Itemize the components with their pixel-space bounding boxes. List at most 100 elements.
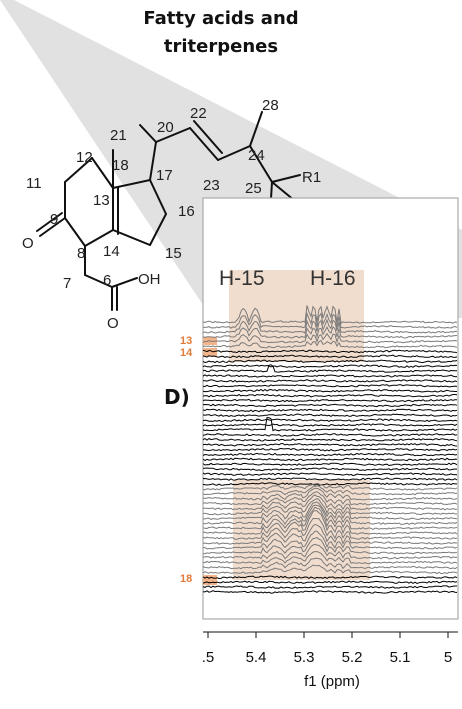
row-highlight-18 — [203, 575, 217, 585]
spectrum-trace — [202, 364, 458, 373]
peak-label-h15: H-15 — [219, 267, 265, 290]
spectrum-trace — [202, 326, 458, 339]
spectrum-trace — [202, 498, 458, 516]
x-tick-label: 5.1 — [390, 649, 411, 666]
spectrum-trace — [202, 501, 458, 520]
spectrum-trace — [202, 485, 458, 496]
spectrum-trace — [202, 536, 458, 555]
spectrum-trace — [202, 398, 457, 403]
atom-label: 21 — [110, 127, 127, 144]
x-tick-label: 5.4 — [246, 649, 267, 666]
spectrum-trace — [202, 580, 458, 584]
spectrum-trace — [202, 433, 458, 437]
spectrum-trace — [202, 349, 458, 354]
x-axis: .5 5.4 5.3 5.2 5.1 5 — [202, 631, 458, 666]
spectrum-trace — [202, 543, 457, 560]
atom-label: 7 — [63, 275, 71, 292]
spectrum-trace — [202, 364, 458, 369]
spectrum-trace — [202, 443, 458, 447]
atom-label: 6 — [103, 272, 111, 289]
title-line-2: triterpenes — [164, 36, 278, 57]
spectrum-trace — [202, 413, 458, 418]
spectrum-trace — [202, 462, 458, 467]
atom-label: 28 — [262, 97, 279, 114]
atom-label: 8 — [77, 245, 85, 262]
atom-label: 12 — [76, 149, 93, 166]
atom-label: 22 — [190, 105, 207, 122]
spectrum-trace — [202, 379, 458, 383]
row-label-13: 13 — [180, 335, 192, 347]
spectrum-trace — [202, 423, 458, 427]
x-tick-label: 5 — [444, 649, 452, 666]
atom-label: 18 — [112, 157, 129, 174]
atom-label: 14 — [103, 243, 120, 260]
spectrum-trace — [202, 305, 458, 325]
peak-label-h16: H-16 — [310, 267, 356, 290]
spectrum-trace — [202, 504, 458, 525]
spectrum-trace — [202, 494, 457, 511]
x-tick-label: 5.2 — [342, 649, 363, 666]
spectrum-trace — [202, 491, 458, 506]
atom-label: 20 — [157, 119, 174, 136]
spectrum-trace — [202, 393, 458, 398]
atom-label: O — [22, 235, 34, 252]
spectrum-trace — [202, 477, 458, 481]
spectrum-trace — [203, 467, 457, 472]
spectrum-trace — [202, 482, 457, 486]
x-axis-label: f1 (ppm) — [304, 673, 360, 690]
x-tick-label: .5 — [202, 649, 215, 666]
spectrum-trace — [202, 523, 458, 545]
structure-labels: 21 20 22 28 18 12 24 17 11 13 23 25 9 16… — [22, 97, 321, 332]
spectrum-trace — [202, 408, 458, 413]
atom-label: R1 — [302, 169, 321, 186]
spectrum-trace — [202, 417, 458, 432]
spectrum-trace — [202, 590, 458, 594]
spectrum-trace — [202, 530, 458, 550]
spectrum-trace — [202, 457, 458, 462]
spectrum-trace — [202, 506, 458, 530]
spectrum-trace — [202, 388, 457, 393]
chemical-structure — [36, 111, 301, 311]
spectrum-trace — [202, 339, 458, 349]
spectrum-trace — [202, 332, 458, 344]
atom-label: 15 — [165, 245, 182, 262]
spectrum-trace — [202, 418, 458, 422]
panel-label: D) — [164, 385, 190, 409]
row-label-18: 18 — [180, 573, 192, 585]
atom-label: 16 — [178, 203, 195, 220]
x-tick-label: 5.3 — [294, 649, 315, 666]
row-label-14: 14 — [180, 347, 193, 359]
spectrum-trace — [202, 557, 458, 570]
spectrum-trace — [202, 472, 458, 477]
spectrum-trace — [202, 564, 458, 575]
spectrum-trace — [202, 359, 458, 364]
spectrum-trace — [202, 551, 458, 565]
atom-label: 11 — [26, 175, 42, 192]
row-highlight-14 — [203, 348, 217, 356]
atom-label: O — [107, 315, 119, 332]
spectrum-trace — [202, 384, 458, 388]
spectrum-trace — [202, 354, 458, 359]
spectrum-trace — [202, 487, 458, 501]
atom-label: 13 — [93, 192, 110, 209]
spectrum-trace — [202, 518, 458, 540]
spectrum-trace — [202, 452, 458, 457]
spectra-panel — [202, 197, 459, 620]
spectrum-trace — [202, 447, 458, 452]
atom-label: OH — [138, 271, 161, 288]
spectra-traces — [202, 305, 458, 594]
spectrum-trace — [202, 510, 458, 535]
spectrum-trace — [202, 482, 458, 491]
title-line-1: Fatty acids and — [143, 8, 298, 29]
spectrum-trace — [202, 311, 458, 329]
atom-label: 17 — [156, 167, 173, 184]
atom-label: 9 — [50, 211, 58, 228]
spectrum-trace — [202, 403, 458, 408]
atom-label: 25 — [245, 180, 262, 197]
atom-label: 23 — [203, 177, 220, 194]
atom-label: 24 — [248, 147, 265, 164]
spectrum-trace — [202, 585, 457, 589]
spectrum-trace — [202, 437, 458, 442]
spectrum-trace — [202, 575, 458, 580]
